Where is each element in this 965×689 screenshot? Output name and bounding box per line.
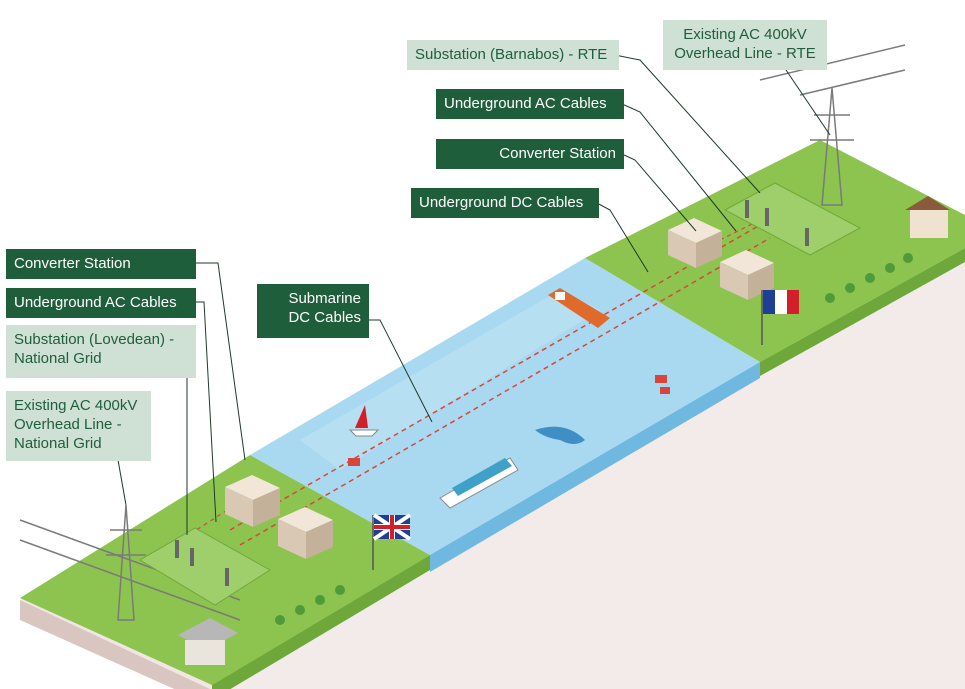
label-uk-converter-station: Converter Station bbox=[6, 249, 196, 279]
label-uk-overhead-line: Existing AC 400kV Overhead Line - Nation… bbox=[6, 391, 151, 461]
cruise-ship-icon bbox=[439, 457, 519, 509]
substation-icon bbox=[723, 182, 862, 256]
label-submarine-dc-cables: Submarine DC Cables bbox=[257, 284, 369, 338]
channel-water bbox=[250, 258, 760, 572]
france-land-edge bbox=[760, 248, 965, 376]
label-uk-overhead-line3: National Grid bbox=[14, 435, 102, 452]
uk-land-edge bbox=[212, 555, 430, 689]
label-fr-overhead-line1: Existing AC 400kV bbox=[683, 26, 807, 43]
submarine-dc-cables bbox=[229, 224, 771, 546]
label-uk-overhead-line1: Existing AC 400kV bbox=[14, 397, 138, 414]
label-uk-overhead-line2: Overhead Line - bbox=[14, 416, 122, 433]
label-submarine-line2: DC Cables bbox=[288, 309, 361, 326]
dolphin-icon bbox=[535, 426, 585, 444]
label-uk-substation-line1: Substation (Lovedean) - bbox=[14, 331, 175, 348]
label-fr-underground-ac-cables: Underground AC Cables bbox=[436, 89, 624, 119]
france-land bbox=[585, 140, 965, 362]
house-icon bbox=[178, 618, 238, 665]
label-fr-overhead-line2: Overhead Line - RTE bbox=[674, 45, 816, 62]
label-fr-underground-dc-cables: Underground DC Cables bbox=[411, 188, 599, 218]
substation-icon bbox=[139, 527, 271, 606]
house-icon bbox=[905, 196, 950, 238]
uk-flag-icon bbox=[372, 513, 412, 570]
label-fr-substation: Substation (Barnabos) - RTE bbox=[407, 40, 619, 70]
label-fr-overhead-line: Existing AC 400kV Overhead Line - RTE bbox=[663, 20, 827, 70]
sailboat-icon bbox=[348, 405, 380, 437]
label-uk-substation: Substation (Lovedean) - National Grid bbox=[6, 325, 196, 378]
pylon-icon bbox=[759, 44, 906, 206]
label-uk-underground-ac-cables: Underground AC Cables bbox=[6, 288, 196, 318]
label-fr-converter-station: Converter Station bbox=[436, 139, 624, 169]
tree-icon bbox=[275, 253, 913, 625]
buoy-icon bbox=[348, 375, 670, 466]
france-flag-icon bbox=[761, 290, 799, 345]
cargo-ship-icon bbox=[548, 288, 610, 328]
converter-building-icon bbox=[225, 475, 333, 559]
label-submarine-line1: Submarine bbox=[288, 290, 361, 307]
label-uk-substation-line2: National Grid bbox=[14, 350, 102, 367]
